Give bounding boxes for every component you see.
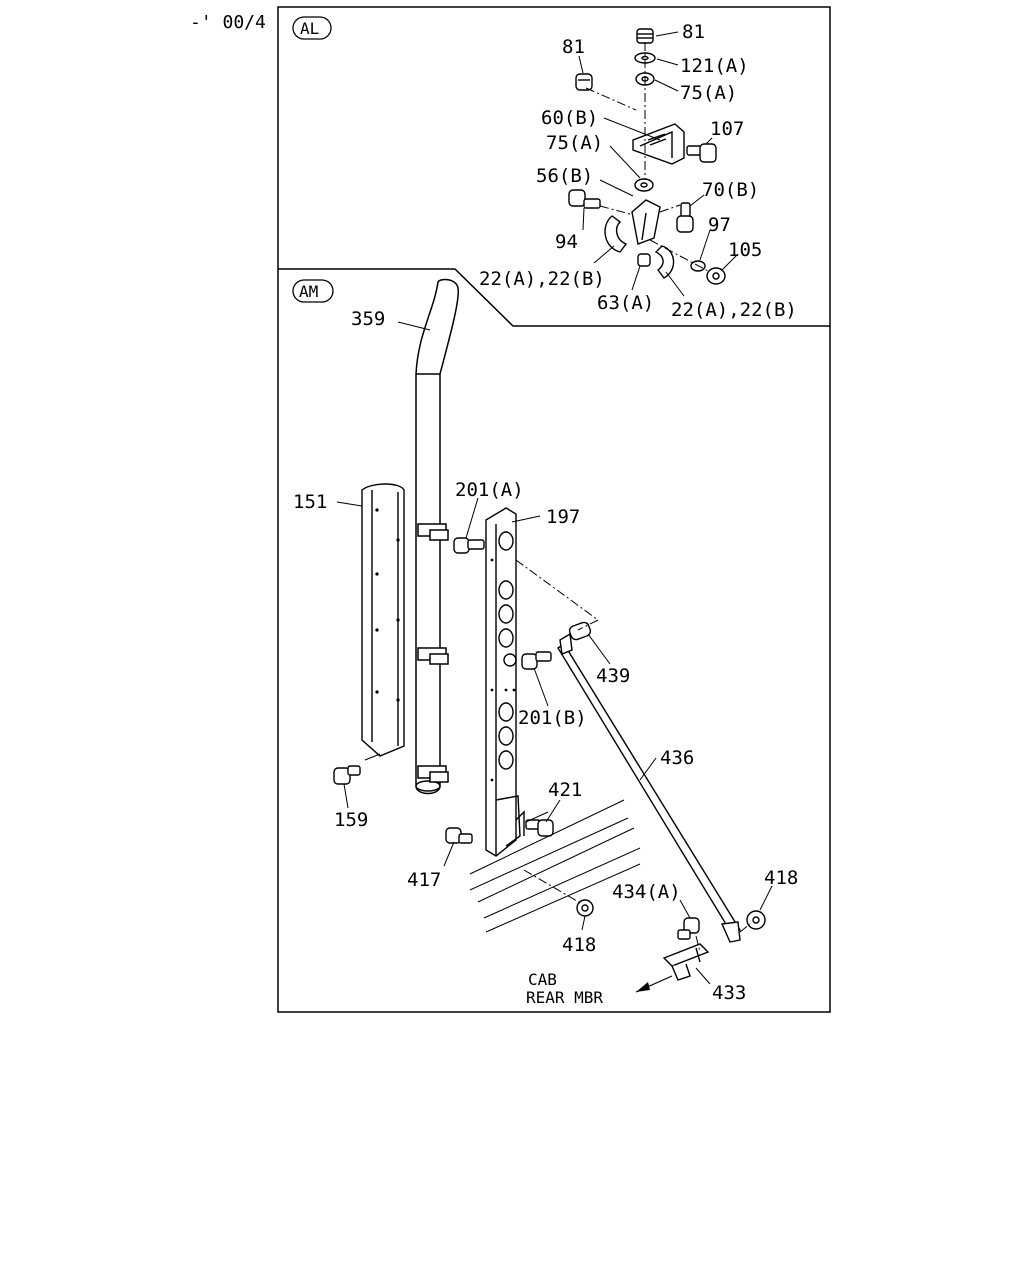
label-201b: 201(B) [518, 707, 587, 729]
bracket-60b [632, 123, 685, 165]
al-leaders [578, 31, 739, 297]
label-197: 197 [546, 506, 580, 528]
nut-81-left [575, 73, 593, 91]
exhaust-pipe-359 [415, 278, 460, 795]
svg-text:AL: AL [300, 19, 319, 38]
bolt-421 [525, 819, 554, 837]
label-22ab-left: 22(A),22(B) [479, 268, 605, 290]
collar-63a [637, 253, 651, 267]
clamp-22-right [654, 245, 675, 279]
section-tag-am: AM [292, 279, 334, 303]
note-rear-mbr: REAR MBR [526, 988, 603, 1007]
label-159: 159 [334, 809, 368, 831]
label-151: 151 [293, 491, 327, 513]
frame [277, 6, 831, 1013]
label-421: 421 [548, 779, 582, 801]
am-labels: 359 151 201(A) 197 439 201(B) 436 421 15… [293, 308, 798, 1004]
bracket-433 [662, 943, 710, 981]
am-center-lines [515, 559, 751, 953]
label-105: 105 [728, 239, 762, 261]
section-tag-al: AL [292, 16, 332, 40]
bolt-70b [676, 202, 694, 233]
label-70b: 70(B) [702, 179, 759, 201]
bracket-56b [631, 199, 661, 245]
al-center-lines [585, 42, 711, 273]
bolt-201b [521, 651, 552, 670]
label-56b: 56(B) [536, 165, 593, 187]
bolt-434a [677, 917, 700, 940]
label-439: 439 [596, 665, 630, 687]
label-121a: 121(A) [680, 55, 749, 77]
label-63a: 63(A) [597, 292, 654, 314]
clamp-22-left [604, 215, 628, 253]
heat-shield-151 [361, 483, 405, 757]
nut-418-lower [576, 899, 594, 917]
label-75a-top: 75(A) [680, 82, 737, 104]
bolt-417 [445, 827, 473, 844]
nut-81-top [636, 28, 654, 44]
label-81-top: 81 [682, 21, 705, 43]
label-418-right: 418 [764, 867, 798, 889]
cab-rear-member [469, 799, 641, 933]
nut-105 [706, 267, 726, 285]
label-75a-mid: 75(A) [546, 132, 603, 154]
label-433: 433 [712, 982, 746, 1004]
spacer-439 [568, 621, 592, 641]
label-436: 436 [660, 747, 694, 769]
label-81-left: 81 [562, 36, 585, 58]
diagram-code: -' 00/4 [190, 12, 266, 33]
svg-text:AM: AM [299, 282, 318, 301]
label-417: 417 [407, 869, 441, 891]
cab-arrow [635, 975, 673, 993]
bracket-197 [485, 507, 525, 857]
al-parts [568, 28, 726, 285]
al-labels: 81 121(A) 75(A) 81 60(B) 75(A) 107 56(B)… [479, 21, 797, 321]
label-418-lower: 418 [562, 934, 596, 956]
nut-418-right [746, 910, 766, 930]
stay-rod-436 [557, 632, 741, 943]
label-201a: 201(A) [455, 479, 524, 501]
label-60b: 60(B) [541, 107, 598, 129]
label-97: 97 [708, 214, 731, 236]
am-leaders [336, 321, 773, 985]
label-107: 107 [710, 118, 744, 140]
label-359: 359 [351, 308, 385, 330]
bolt-107 [686, 143, 717, 163]
bolt-201a [453, 537, 485, 554]
label-434a: 434(A) [612, 881, 681, 903]
label-22ab-right: 22(A),22(B) [671, 299, 797, 321]
bolt-94 [568, 189, 601, 209]
note-cab: CAB [528, 970, 557, 989]
bolt-159 [333, 765, 361, 785]
label-94: 94 [555, 231, 578, 253]
